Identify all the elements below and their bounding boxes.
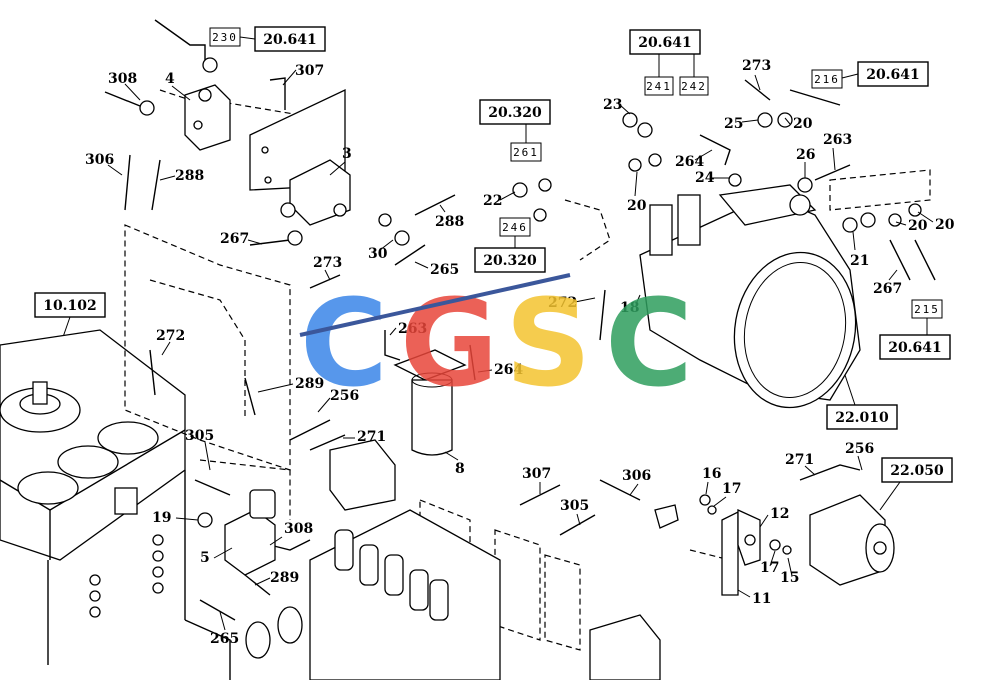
callout: 20 (627, 198, 647, 214)
callout-leaders (107, 69, 934, 631)
callout: 264 (494, 362, 523, 378)
callout: 271 (357, 429, 386, 445)
callout: 289 (270, 570, 299, 586)
ref-label: 20.641 (866, 67, 920, 83)
small-ref-label: 241 (646, 80, 672, 93)
watermark-letter: C (300, 275, 388, 414)
callout: 17 (760, 560, 779, 576)
callout: 308 (284, 521, 313, 537)
callout: 306 (85, 152, 114, 168)
mounting-bracket (721, 508, 761, 596)
callout: 18 (620, 300, 639, 316)
callout: 263 (823, 132, 852, 148)
callout: 24 (695, 170, 715, 186)
callout: 4 (165, 71, 175, 87)
callout: 272 (548, 295, 577, 311)
valve-block-3 (280, 159, 351, 226)
callout: 271 (785, 452, 814, 468)
callout: 25 (724, 116, 743, 132)
callout: 308 (108, 71, 137, 87)
ref-label: 20.641 (638, 35, 692, 51)
ref-label: 20.320 (488, 105, 542, 121)
small-ref-label: 215 (914, 303, 940, 316)
callout: 20 (908, 218, 928, 234)
callout: 265 (430, 262, 459, 278)
solenoid-valve (224, 489, 276, 576)
callout: 288 (175, 168, 204, 184)
small-ref-label: 261 (513, 146, 539, 159)
callout: 15 (780, 570, 799, 586)
callout: 19 (152, 510, 171, 526)
callout: 26 (796, 147, 815, 163)
watermark: C G S C (299, 273, 693, 414)
callout: 289 (295, 376, 324, 392)
callout: 11 (752, 591, 771, 607)
small-ref-label: 216 (814, 73, 840, 86)
callout: 288 (435, 214, 464, 230)
callout: 267 (220, 231, 249, 247)
hydraulic-pump (639, 184, 861, 409)
callout: 3 (342, 146, 352, 162)
callout: 267 (873, 281, 902, 297)
lower-engine (245, 439, 661, 680)
callout: 22 (483, 193, 502, 209)
callout: 256 (330, 388, 359, 404)
callout: 30 (368, 246, 388, 262)
small-ref-label: 230 (212, 31, 238, 44)
callout: 20 (793, 116, 813, 132)
callout: 5 (200, 550, 210, 566)
callout-numbers: 308 4 307 306 288 3 267 288 30 265 273 2… (85, 58, 955, 647)
ref-label: 20.641 (263, 32, 317, 48)
callout: 264 (675, 154, 704, 170)
callout: 23 (603, 97, 622, 113)
small-ref-label: 246 (502, 221, 528, 234)
engine-block (0, 329, 231, 680)
ref-label: 22.010 (835, 410, 889, 426)
callout: 17 (722, 481, 741, 497)
watermark-letter: S (505, 275, 591, 414)
ref-label: 20.641 (888, 340, 942, 356)
callout: 273 (313, 255, 342, 271)
watermark-letter: C (605, 275, 693, 414)
callout: 305 (185, 428, 214, 444)
callout: 265 (210, 631, 239, 647)
callout: 305 (560, 498, 589, 514)
oil-filter (393, 349, 467, 456)
callout: 307 (522, 466, 551, 482)
gear-pump (809, 494, 895, 586)
callout: 12 (770, 506, 789, 522)
callout: 21 (850, 253, 869, 269)
ref-label: 20.320 (483, 253, 537, 269)
callout: 20 (935, 217, 955, 233)
hoses (104, 19, 936, 621)
callout: 16 (702, 466, 721, 482)
callout: 8 (455, 461, 465, 477)
callout: 273 (742, 58, 771, 74)
callout: 272 (156, 328, 185, 344)
callout: 307 (295, 63, 324, 79)
ref-label: 22.050 (890, 463, 944, 479)
reference-boxes: 20.641 20.641 20.641 20.641 20.320 20.32… (34, 26, 953, 483)
callout: 256 (845, 441, 874, 457)
callout: 263 (398, 321, 427, 337)
watermark-letter: G (400, 275, 499, 414)
fittings (139, 57, 922, 555)
callout: 306 (622, 468, 651, 484)
ref-label: 10.102 (43, 298, 97, 314)
small-ref-label: 242 (681, 80, 707, 93)
